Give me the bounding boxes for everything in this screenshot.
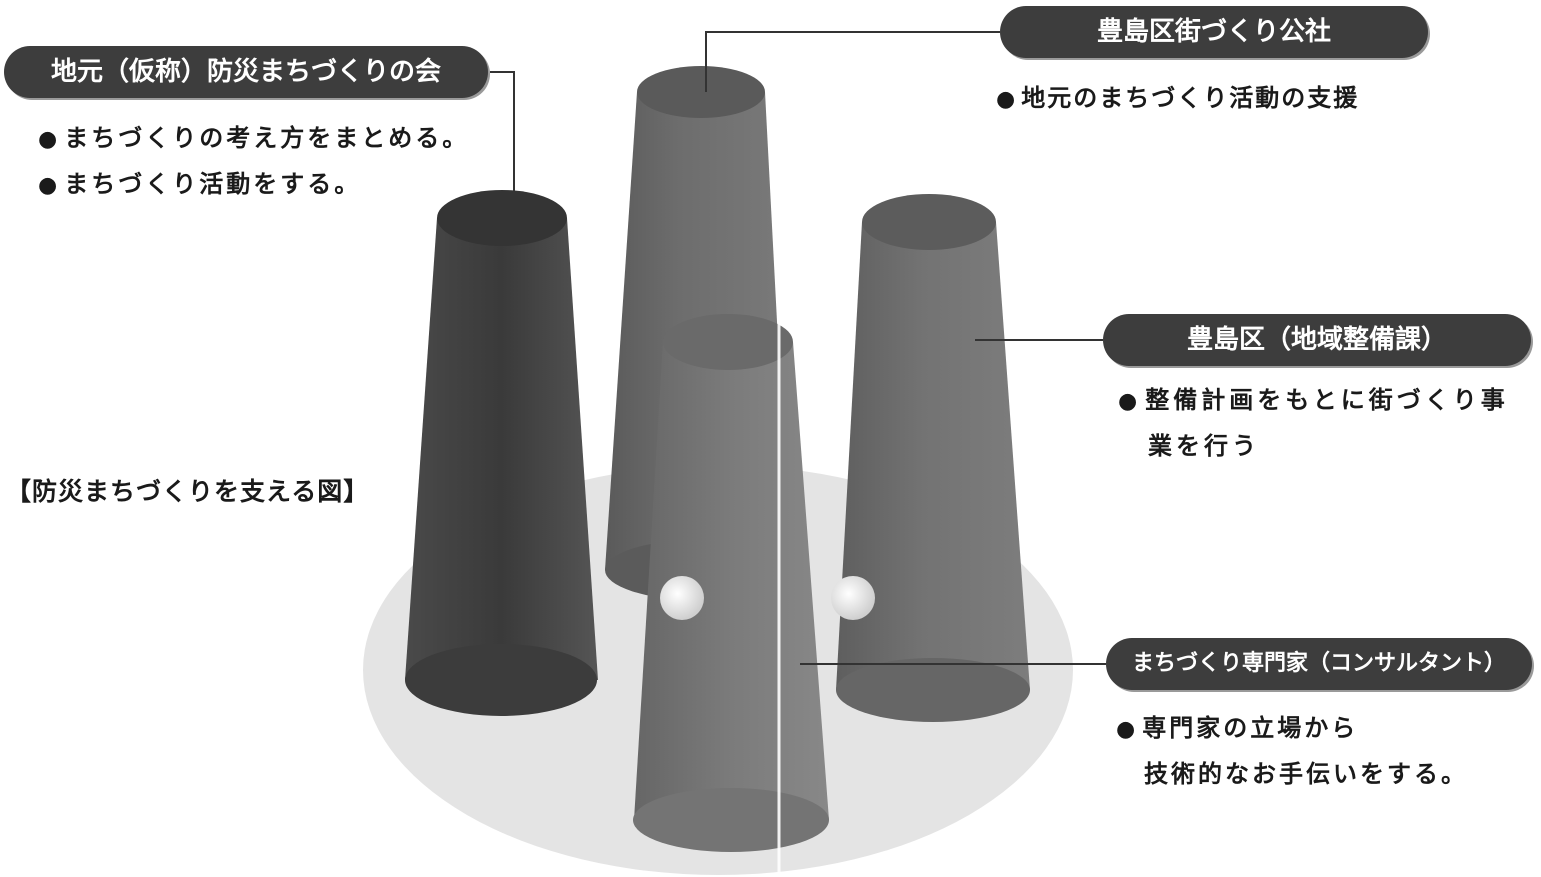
label-consultant: まちづくり専門家（コンサルタント） — [1106, 638, 1532, 690]
list-item: 業を行う — [1148, 432, 1260, 460]
pillar-consultant — [633, 314, 829, 852]
leader-corp — [705, 31, 1000, 92]
bullet-icon: ● — [1116, 717, 1139, 742]
label-corp: 豊島区街づくり公社 — [1000, 6, 1428, 58]
list-item: ●地元のまちづくり活動の支援 — [996, 76, 1359, 122]
pillar-ward — [836, 194, 1030, 722]
joint-right — [831, 576, 875, 620]
list-local-roles: ●まちづくりの考え方をまとめる。 ●まちづくり活動をする。 — [38, 116, 469, 208]
list-item: 技術的なお手伝いをする。 — [1144, 760, 1468, 788]
bullet-icon: ● — [1118, 389, 1142, 414]
pillar-local — [405, 190, 598, 716]
list-corp-roles: ●地元のまちづくり活動の支援 — [996, 76, 1359, 122]
list-consultant-roles: ●専門家の立場から 技術的なお手伝いをする。 — [1116, 706, 1468, 796]
diagram-caption: 【防災まちづくりを支える図】 — [6, 477, 370, 506]
bullet-icon: ● — [996, 87, 1018, 112]
label-ward: 豊島区（地域整備課） — [1103, 314, 1531, 366]
leader-local — [490, 71, 515, 192]
list-item: ●まちづくりの考え方をまとめる。 — [38, 116, 469, 162]
list-item: ●専門家の立場から — [1116, 706, 1468, 752]
bullet-icon: ● — [38, 127, 61, 152]
list-item: ●まちづくり活動をする。 — [38, 162, 469, 208]
joint-left — [660, 576, 704, 620]
label-local-group: 地元（仮称）防災まちづくりの会 — [4, 46, 488, 98]
list-ward-roles: ●整備計画をもとに街づくり事 業を行う — [1118, 378, 1509, 468]
list-item: ●整備計画をもとに街づくり事 — [1118, 378, 1509, 424]
bullet-icon: ● — [38, 173, 61, 198]
